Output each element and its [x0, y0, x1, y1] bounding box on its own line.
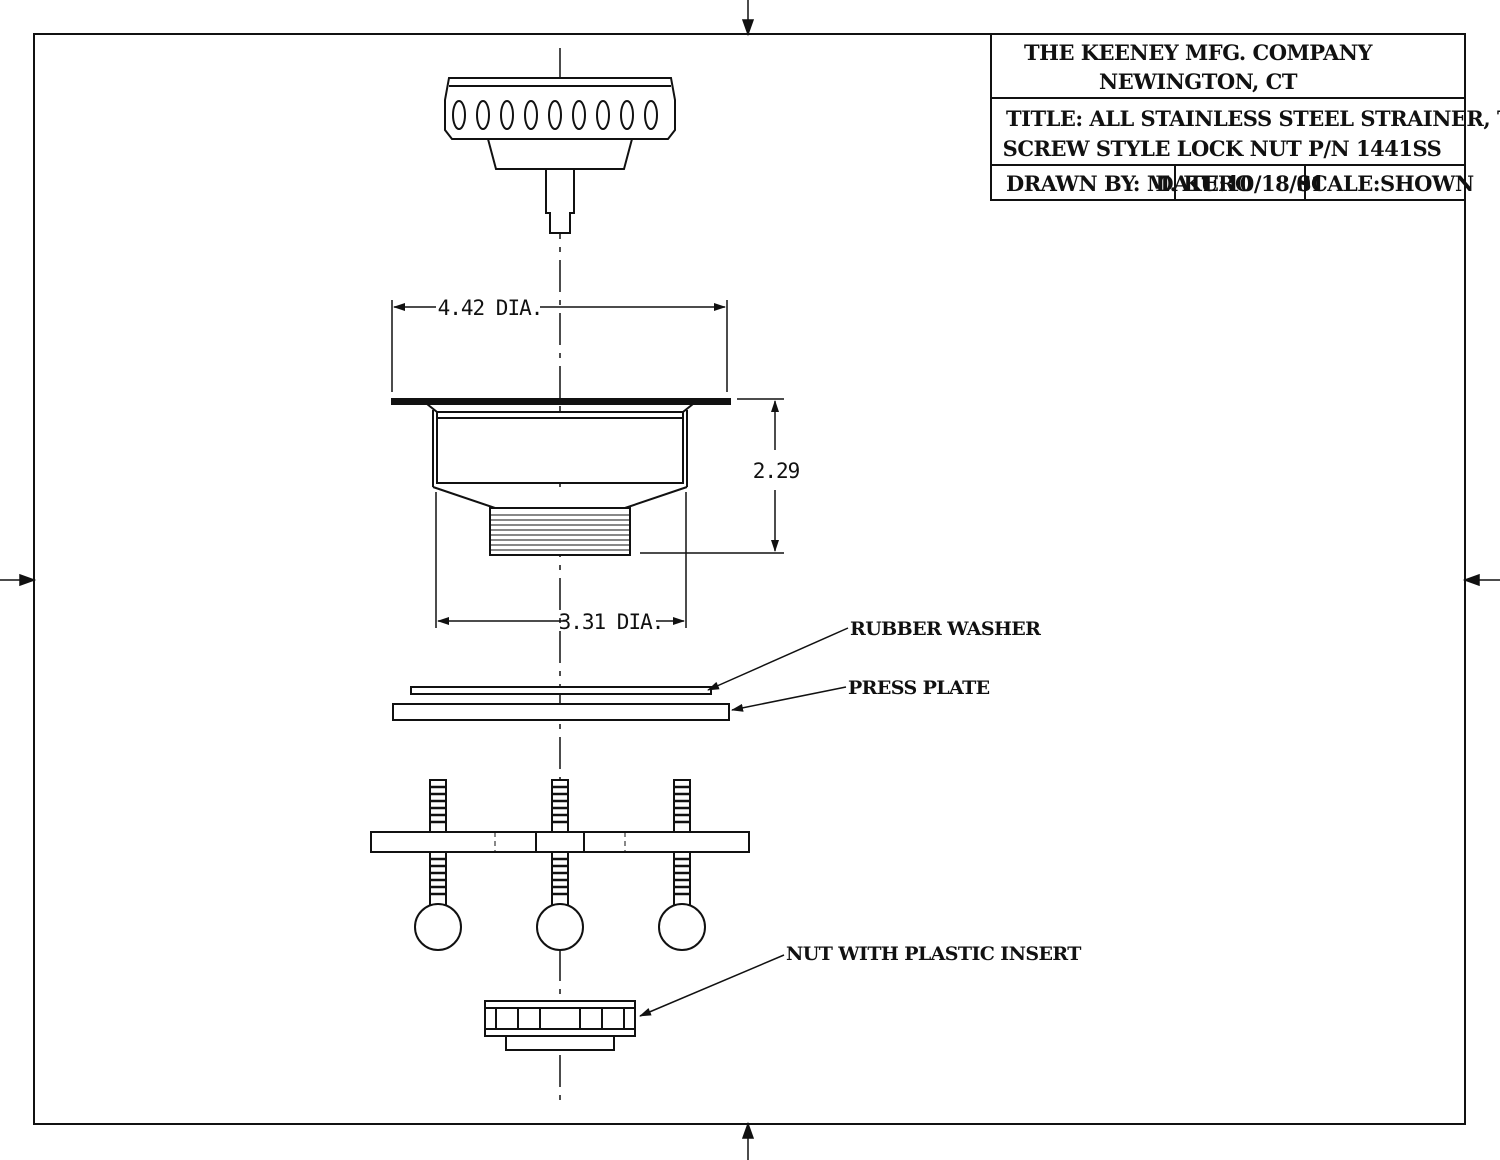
- drawing-title-line1: TITLE: ALL STAINLESS STEEL STRAINER, THU…: [1006, 106, 1500, 131]
- press-plate: [392, 703, 730, 721]
- rubber-washer-label: RUBBER WASHER: [850, 618, 1041, 640]
- thumb-screw-left: [414, 779, 462, 951]
- drawing-border: [33, 33, 1466, 1125]
- body-diameter-dimension: [435, 492, 687, 628]
- body-diameter-label: 3.31 DIA.: [559, 610, 664, 634]
- strainer-body: [391, 398, 731, 556]
- title-block: THE KEENEY MFG. COMPANY NEWINGTON, CT TI…: [990, 33, 1500, 201]
- press-plate-label: PRESS PLATE: [848, 677, 990, 699]
- strainer-basket: [444, 77, 676, 234]
- nut-leader: [639, 954, 785, 1017]
- rubber-washer: [410, 686, 712, 695]
- height-label: 2.29: [753, 459, 800, 483]
- thumb-screw-center: [536, 779, 584, 951]
- thumb-screw-bar: [370, 831, 750, 853]
- drawing-date: DATE:10/18/01: [1155, 171, 1324, 196]
- flange-diameter-dimension: [391, 300, 728, 392]
- drawn-by: DRAWN BY: M. KURO: [1006, 171, 1253, 196]
- basket-holes: [452, 100, 658, 130]
- nut-label: NUT WITH PLASTIC INSERT: [786, 943, 1081, 965]
- flange-diameter-label: 4.42 DIA.: [438, 296, 543, 320]
- body-threads: [490, 514, 630, 551]
- drawing-title-line2: SCREW STYLE LOCK NUT P/N 1441SS: [1003, 136, 1442, 161]
- press-plate-leader: [731, 686, 847, 712]
- lock-nut: [484, 1000, 636, 1051]
- thumb-screw-right: [658, 779, 706, 951]
- rubber-washer-leader: [707, 627, 849, 691]
- drawing-scale: SCALE:SHOWN: [1296, 171, 1474, 196]
- company-location: NEWINGTON, CT: [1099, 69, 1298, 94]
- company-name: THE KEENEY MFG. COMPANY: [1024, 40, 1374, 65]
- height-dimension: [640, 398, 784, 554]
